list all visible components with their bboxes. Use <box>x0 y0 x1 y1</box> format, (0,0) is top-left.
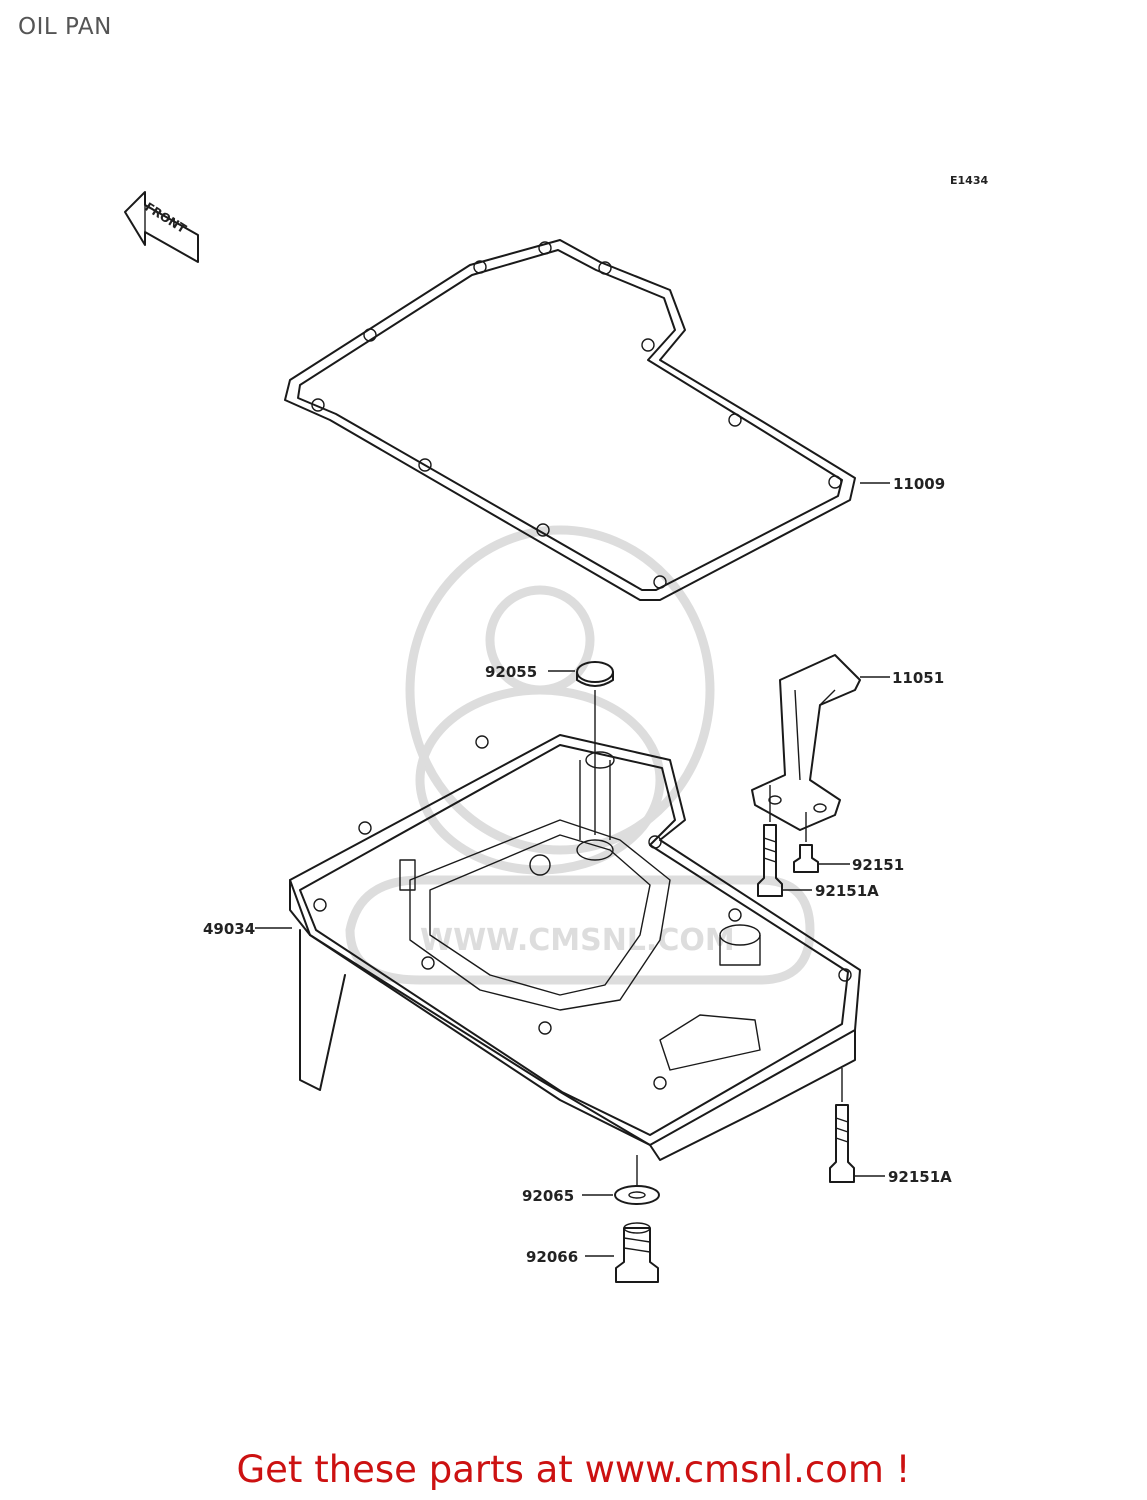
front-arrow-label: FRONT <box>142 200 189 237</box>
part-label-49034: 49034 <box>203 920 255 938</box>
part-label-92151: 92151 <box>852 856 904 874</box>
watermark-text: WWW.CMSNL.COM <box>420 923 735 958</box>
front-arrow-icon: FRONT <box>124 191 199 263</box>
bolt-92151 <box>793 812 850 873</box>
page-title: OIL PAN <box>18 14 112 40</box>
part-label-92151a-lower: 92151A <box>888 1168 952 1186</box>
seal-92055 <box>548 661 614 835</box>
washer-92065 <box>582 1155 660 1205</box>
part-label-92066: 92066 <box>526 1248 578 1266</box>
footer-link[interactable]: Get these parts at www.cmsnl.com ! <box>236 1448 911 1491</box>
bolt-92151a-lower <box>829 1068 885 1183</box>
part-label-92055: 92055 <box>485 663 537 681</box>
part-label-92065: 92065 <box>522 1187 574 1205</box>
bracket-11051 <box>751 654 890 831</box>
bolt-92151a-upper <box>757 785 812 897</box>
part-label-92151a-upper: 92151A <box>815 882 879 900</box>
parts-diagram: WWW.CMSNL.COM E1434 FRONT <box>124 174 988 1283</box>
part-label-11009: 11009 <box>893 475 945 493</box>
cmsnl-watermark: WWW.CMSNL.COM <box>345 525 815 985</box>
oil-pan-49034 <box>255 734 861 1161</box>
gasket-11009 <box>284 239 890 601</box>
diagram-code: E1434 <box>950 174 988 187</box>
drain-plug-92066 <box>585 1222 659 1283</box>
part-label-11051: 11051 <box>892 669 944 687</box>
